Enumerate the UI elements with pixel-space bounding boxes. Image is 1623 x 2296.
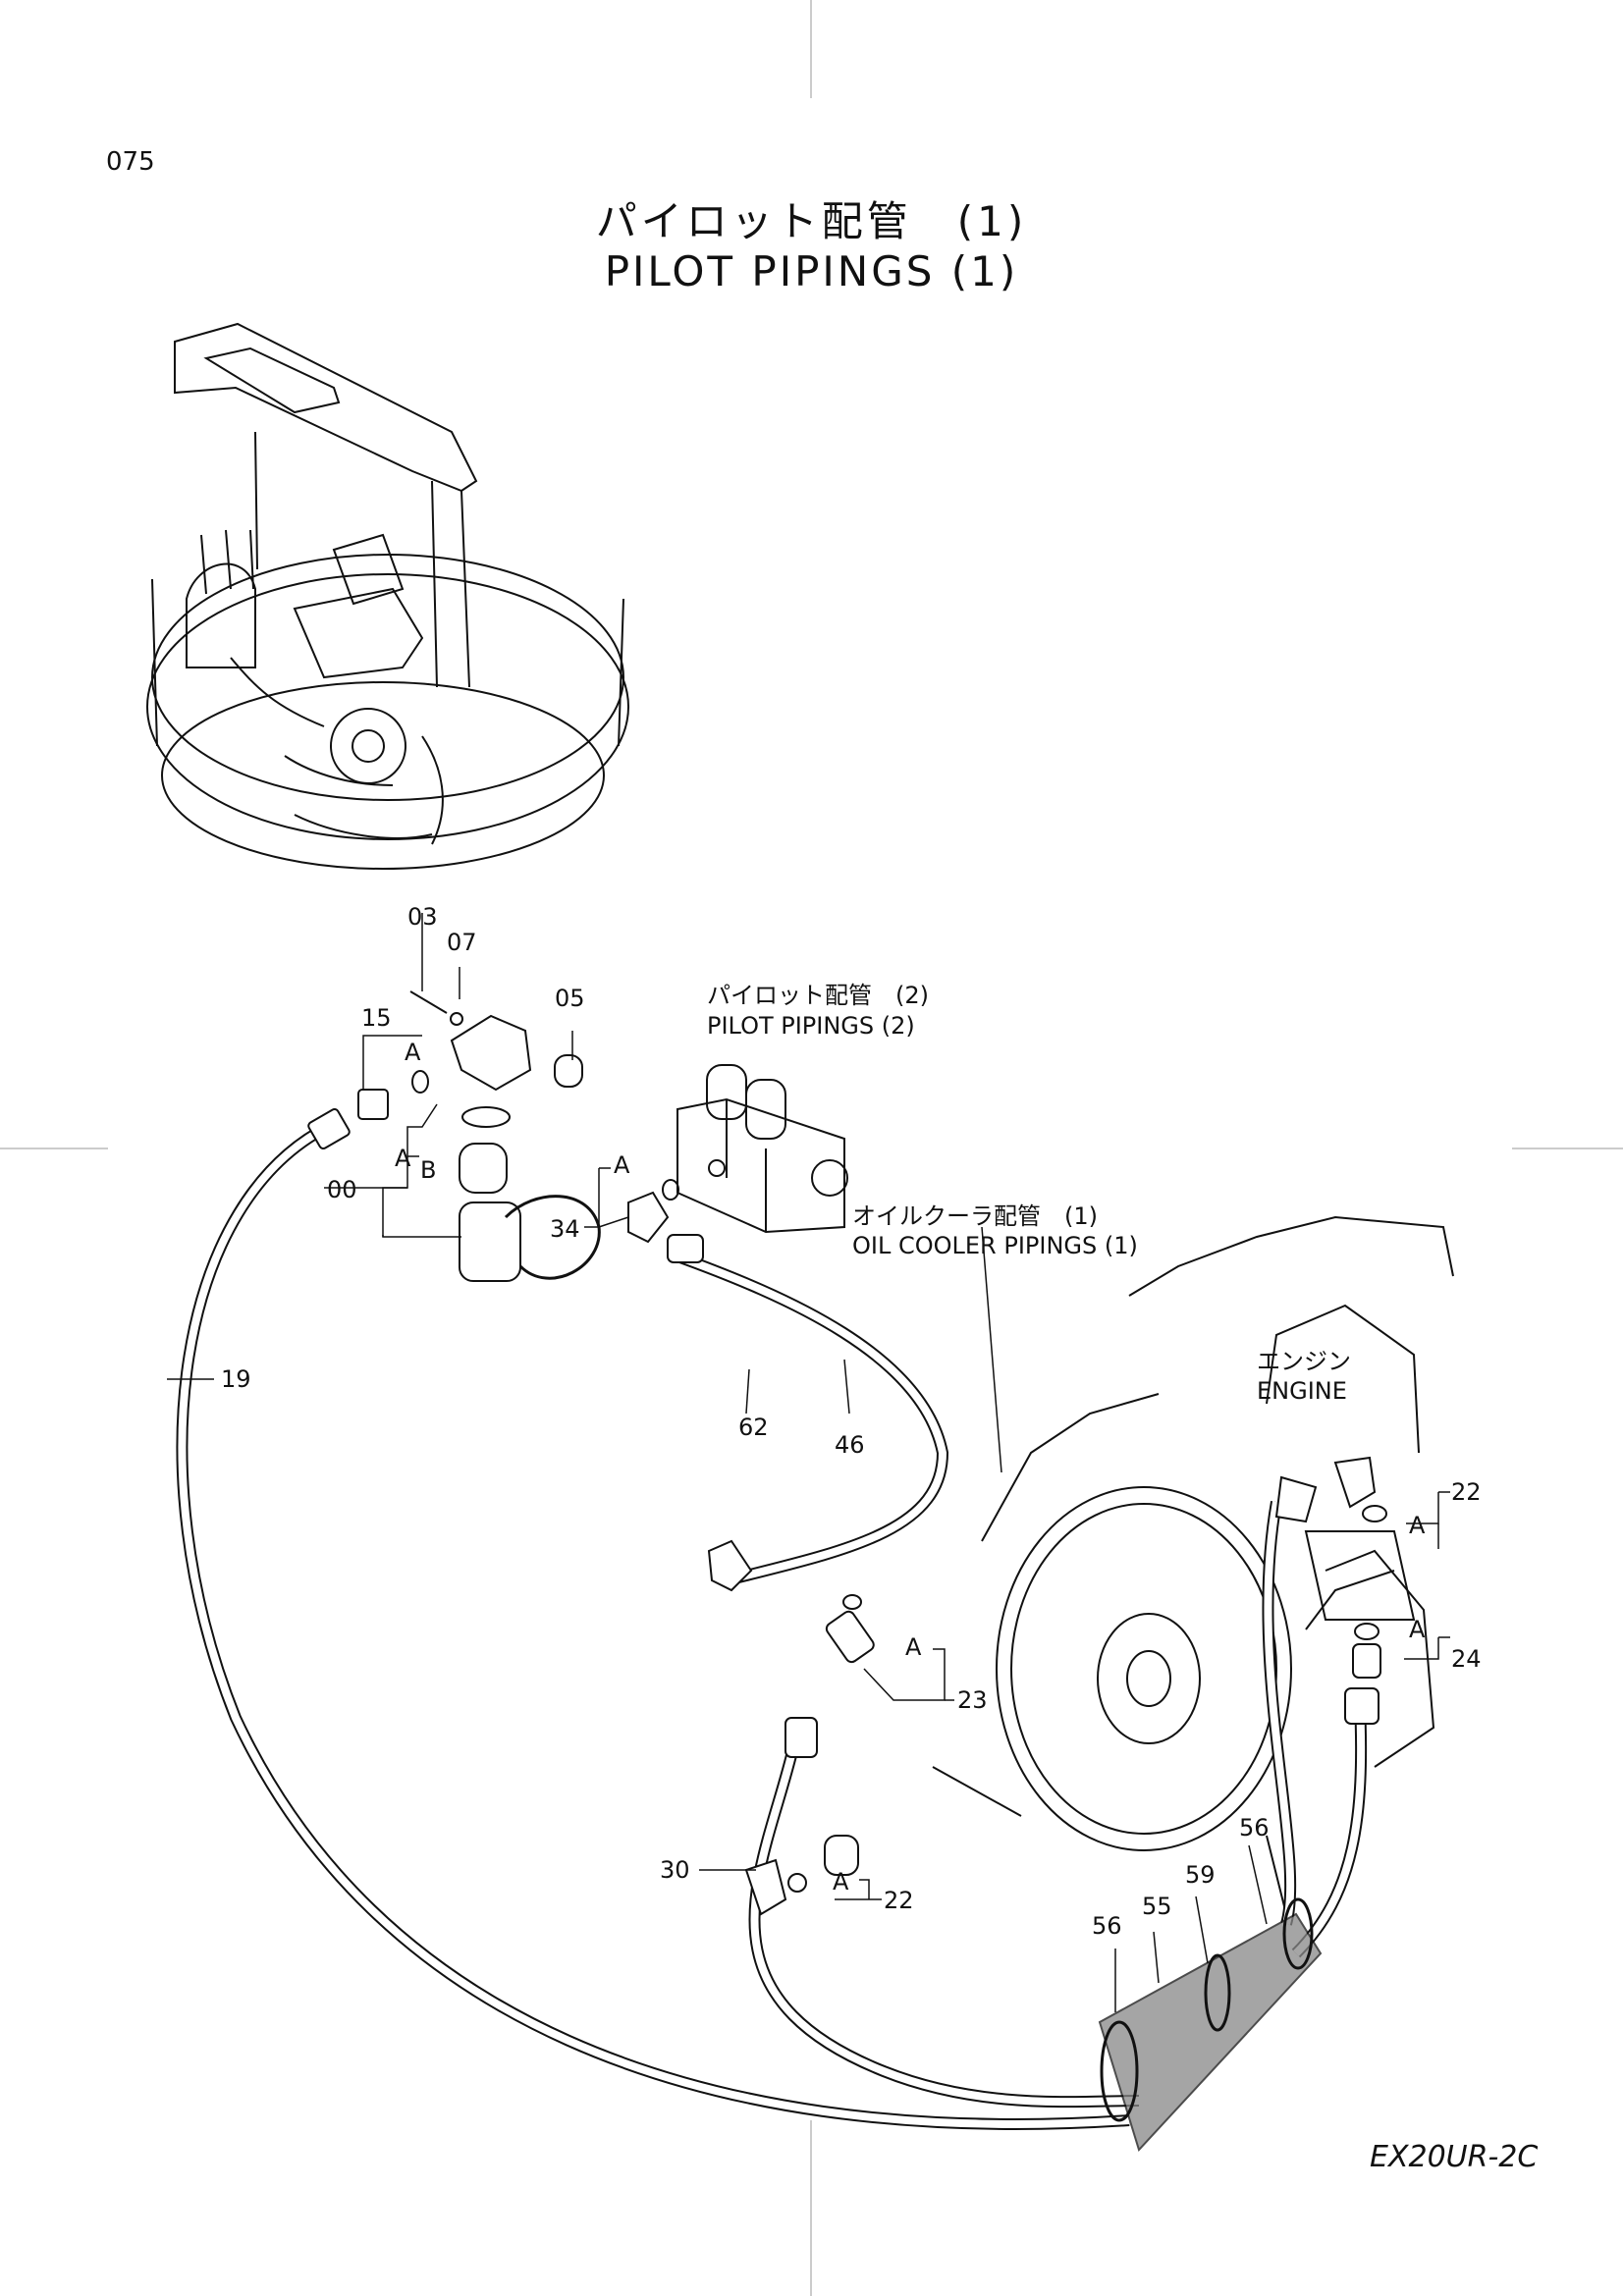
ref-a-filter: A bbox=[395, 1145, 411, 1172]
ref-a-22-lower: A bbox=[833, 1868, 849, 1896]
machine-overview bbox=[146, 322, 629, 870]
hose-46-outline bbox=[675, 1251, 949, 1586]
callout-34: 34 bbox=[550, 1215, 580, 1243]
note-engine-en: ENGINE bbox=[1257, 1377, 1347, 1405]
callout-03: 03 bbox=[407, 903, 438, 931]
hose-sleeve bbox=[1098, 1912, 1323, 2152]
callout-62: 62 bbox=[738, 1414, 769, 1441]
valve-block bbox=[676, 1064, 848, 1234]
ref-a-34: A bbox=[614, 1151, 630, 1179]
callout-15: 15 bbox=[361, 1004, 392, 1032]
ref-a-23: A bbox=[905, 1633, 922, 1661]
hose-30-fill bbox=[750, 1746, 1140, 2107]
note-engine-jp: エンジン bbox=[1257, 1348, 1351, 1375]
model-code: EX20UR-2C bbox=[1370, 2140, 1539, 2174]
hose-19-outline bbox=[176, 1118, 1130, 2130]
note-pilot2-jp: パイロット配管 (2) bbox=[707, 982, 929, 1009]
fittings bbox=[307, 990, 1416, 1916]
callout-22-lower: 22 bbox=[884, 1887, 914, 1914]
callout-24: 24 bbox=[1451, 1645, 1482, 1673]
callout-22-upper: 22 bbox=[1451, 1478, 1482, 1506]
ref-a-24: A bbox=[1409, 1616, 1426, 1643]
hose-clamps bbox=[1100, 1897, 1314, 2122]
title-english: PILOT PIPINGS (1) bbox=[604, 247, 1019, 295]
hose-46-fill bbox=[676, 1253, 947, 1584]
callout-46: 46 bbox=[835, 1431, 865, 1459]
leader-lines bbox=[167, 913, 1450, 2012]
page-number: 075 bbox=[106, 147, 155, 177]
note-oilcooler-en: OIL COOLER PIPINGS (1) bbox=[852, 1232, 1138, 1259]
ref-a-22-upper: A bbox=[1409, 1512, 1426, 1539]
callout-56-upper: 56 bbox=[1239, 1814, 1270, 1842]
ref-b-filter: B bbox=[420, 1156, 436, 1184]
callout-30: 30 bbox=[660, 1856, 690, 1884]
callout-23: 23 bbox=[957, 1686, 988, 1714]
callout-05: 05 bbox=[555, 985, 585, 1012]
title-japanese: パイロット配管 (1) bbox=[595, 197, 1028, 245]
hose-right-a-fill bbox=[1264, 1501, 1295, 1926]
note-oilcooler-jp: オイルクーラ配管 (1) bbox=[852, 1202, 1098, 1230]
hose-right-b-fill bbox=[1293, 1702, 1366, 1956]
callout-55: 55 bbox=[1142, 1893, 1172, 1920]
callout-56-lower: 56 bbox=[1092, 1912, 1122, 1940]
hose-19-fill bbox=[178, 1120, 1130, 2128]
note-pilot2-en: PILOT PIPINGS (2) bbox=[707, 1012, 915, 1040]
callout-59: 59 bbox=[1185, 1861, 1216, 1889]
callout-00: 00 bbox=[327, 1176, 357, 1203]
callout-19: 19 bbox=[221, 1365, 251, 1393]
hose-30-outline bbox=[748, 1745, 1140, 2109]
callout-07: 07 bbox=[447, 929, 477, 956]
ref-a-15: A bbox=[405, 1039, 421, 1066]
engine-drawing bbox=[932, 1215, 1454, 1915]
